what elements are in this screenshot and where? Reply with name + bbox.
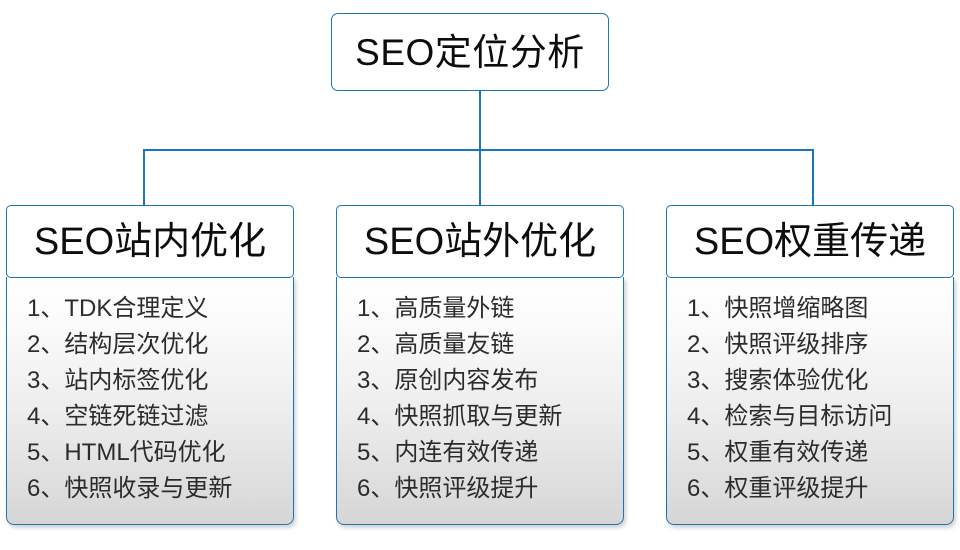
list-item: 2、结构层次优化 xyxy=(27,331,209,358)
list-item: 3、搜索体验优化 xyxy=(687,367,869,394)
branch-header-weight-transfer[interactable]: SEO权重传递 xyxy=(666,205,954,278)
list-item: 6、快照收录与更新 xyxy=(27,475,233,502)
branch-list-onsite: 1、TDK合理定义 2、结构层次优化 3、站内标签优化 4、空链死链过滤 5、H… xyxy=(6,277,294,525)
branch-title-onsite: SEO站内优化 xyxy=(33,220,267,263)
branch-column-offsite: SEO站外优化 1、高质量外链 2、高质量友链 3、原创内容发布 4、快照抓取与… xyxy=(336,205,624,525)
list-item: 1、快照增缩略图 xyxy=(687,295,869,322)
connector-branch-right-vertical xyxy=(812,149,814,206)
list-item: 5、HTML代码优化 xyxy=(27,439,226,466)
list-item: 5、内连有效传递 xyxy=(357,439,539,466)
connector-horizontal-bar xyxy=(143,149,814,151)
list-item: 4、检索与目标访问 xyxy=(687,403,893,430)
root-node-label: SEO定位分析 xyxy=(355,31,585,73)
branch-header-onsite[interactable]: SEO站内优化 xyxy=(6,205,294,278)
list-item: 4、空链死链过滤 xyxy=(27,403,209,430)
connector-branch-middle-vertical xyxy=(479,149,481,206)
connector-branch-left-vertical xyxy=(143,149,145,206)
branch-column-weight-transfer: SEO权重传递 1、快照增缩略图 2、快照评级排序 3、搜索体验优化 4、检索与… xyxy=(666,205,954,525)
list-item: 2、高质量友链 xyxy=(357,331,515,358)
list-item: 2、快照评级排序 xyxy=(687,331,869,358)
branch-list-offsite: 1、高质量外链 2、高质量友链 3、原创内容发布 4、快照抓取与更新 5、内连有… xyxy=(336,277,624,525)
branch-list-weight-transfer: 1、快照增缩略图 2、快照评级排序 3、搜索体验优化 4、检索与目标访问 5、权… xyxy=(666,277,954,525)
list-item: 3、站内标签优化 xyxy=(27,367,209,394)
list-item: 4、快照抓取与更新 xyxy=(357,403,563,430)
list-item: 1、TDK合理定义 xyxy=(27,295,209,322)
list-item: 3、原创内容发布 xyxy=(357,367,539,394)
connector-root-vertical xyxy=(479,91,481,151)
root-node-seo-positioning-analysis[interactable]: SEO定位分析 xyxy=(331,13,609,91)
branch-header-offsite[interactable]: SEO站外优化 xyxy=(336,205,624,278)
branch-column-onsite: SEO站内优化 1、TDK合理定义 2、结构层次优化 3、站内标签优化 4、空链… xyxy=(6,205,294,525)
branch-title-weight-transfer: SEO权重传递 xyxy=(693,220,927,263)
branch-title-offsite: SEO站外优化 xyxy=(363,220,597,263)
list-item: 1、高质量外链 xyxy=(357,295,515,322)
list-item: 6、权重评级提升 xyxy=(687,475,869,502)
list-item: 6、快照评级提升 xyxy=(357,475,539,502)
list-item: 5、权重有效传递 xyxy=(687,439,869,466)
